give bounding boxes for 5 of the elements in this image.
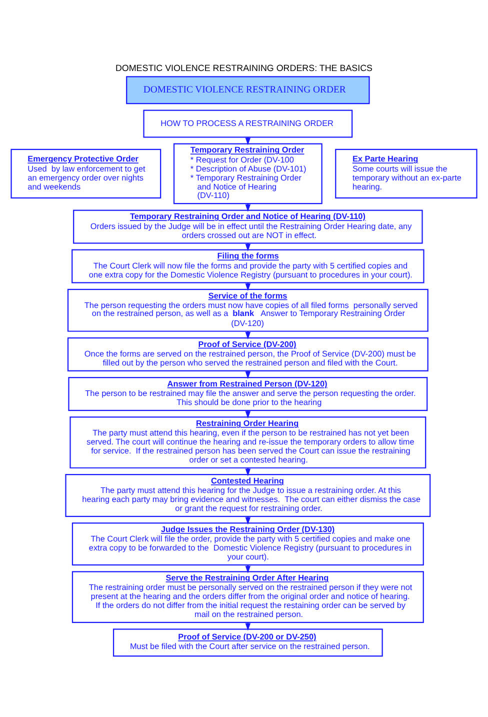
node-box: Emergency Protective Order Used by law enforcement to get an emergency order over nights and weekends <box>10 148 162 199</box>
diagram-title: DOMESTIC VIOLENCE RESTRAINING ORDERS: THE BASICS <box>115 63 373 74</box>
node-box: DOMESTIC VIOLENCE RESTRAINING ORDER <box>126 76 370 104</box>
node-box: Proof of Service (DV-200 or DV-250) Must be filed with the Court after service on the restrained person. <box>112 628 383 657</box>
node-box: Ex Parte Hearing Some courts will issue the temporary without an ex-parte hearing. <box>335 148 478 199</box>
